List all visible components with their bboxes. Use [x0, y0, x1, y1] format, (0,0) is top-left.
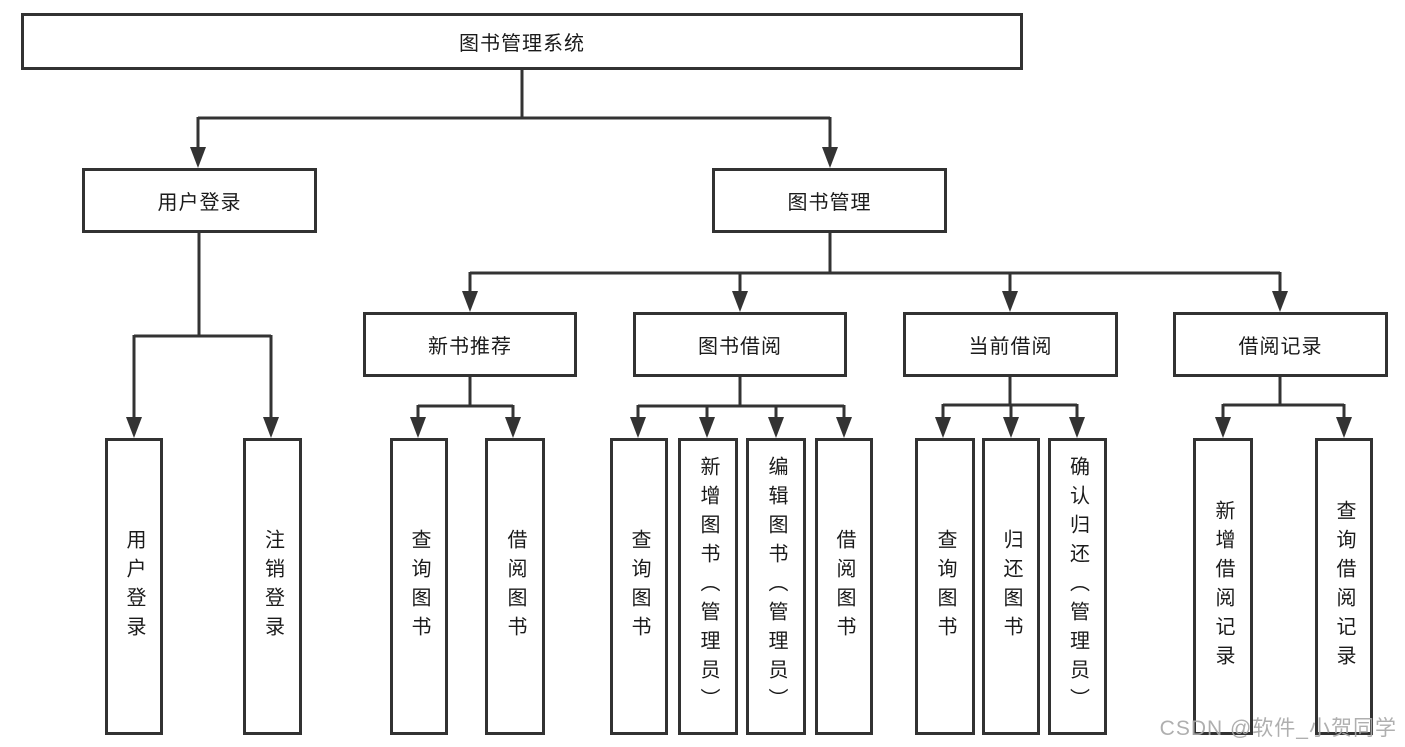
- leaf-query-books-recommend: 查询图书: [390, 438, 448, 735]
- leaf-add-book-admin: 新增图书（管理员）: [678, 438, 738, 735]
- leaf-return-books: 归还图书: [982, 438, 1040, 735]
- node-label: 查询图书: [934, 528, 956, 645]
- node-label: 图书借阅: [698, 336, 782, 358]
- node-label: 用户登录: [123, 528, 145, 645]
- node-new-book-recommend: 新书推荐: [363, 312, 577, 377]
- node-label: 新书推荐: [428, 336, 512, 358]
- leaf-query-books-borrowing: 查询图书: [610, 438, 668, 735]
- node-label: 图书管理系统: [459, 33, 585, 55]
- node-label: 当前借阅: [968, 336, 1053, 358]
- node-book-borrowing: 图书借阅: [633, 312, 847, 377]
- leaf-logout: 注销登录: [243, 438, 302, 735]
- node-borrowing-records: 借阅记录: [1173, 312, 1388, 377]
- node-label: 新增图书（管理员）: [697, 456, 719, 717]
- leaf-edit-book-admin: 编辑图书（管理员）: [746, 438, 806, 735]
- watermark: CSDN @软件_小贺同学: [1159, 717, 1397, 740]
- node-label: 借阅图书: [504, 528, 526, 645]
- leaf-add-borrow-record: 新增借阅记录: [1193, 438, 1253, 735]
- node-library-management-system: 图书管理系统: [21, 13, 1023, 70]
- arrowheads: [126, 147, 1352, 438]
- node-label: 新增借阅记录: [1212, 499, 1234, 674]
- node-label: 借阅记录: [1238, 336, 1323, 358]
- leaf-user-login: 用户登录: [105, 438, 163, 735]
- leaf-borrow-books-recommend: 借阅图书: [485, 438, 545, 735]
- node-user-login: 用户登录: [82, 168, 317, 233]
- node-label: 编辑图书（管理员）: [765, 456, 787, 717]
- leaf-query-borrow-record: 查询借阅记录: [1315, 438, 1373, 735]
- node-label: 确认归还（管理员）: [1066, 456, 1089, 717]
- node-label: 查询图书: [628, 528, 650, 645]
- node-label: 注销登录: [261, 528, 284, 645]
- node-label: 归还图书: [1000, 528, 1022, 645]
- node-label: 查询借阅记录: [1333, 499, 1355, 674]
- node-label: 查询图书: [408, 528, 430, 645]
- node-current-borrowing: 当前借阅: [903, 312, 1118, 377]
- node-book-management: 图书管理: [712, 168, 947, 233]
- node-label: 用户登录: [157, 192, 242, 214]
- node-label: 图书管理: [787, 192, 872, 214]
- leaf-borrow-books-borrowing: 借阅图书: [815, 438, 873, 735]
- node-label: 借阅图书: [833, 528, 855, 645]
- leaf-confirm-return-admin: 确认归还（管理员）: [1048, 438, 1107, 735]
- leaf-query-books-current: 查询图书: [915, 438, 975, 735]
